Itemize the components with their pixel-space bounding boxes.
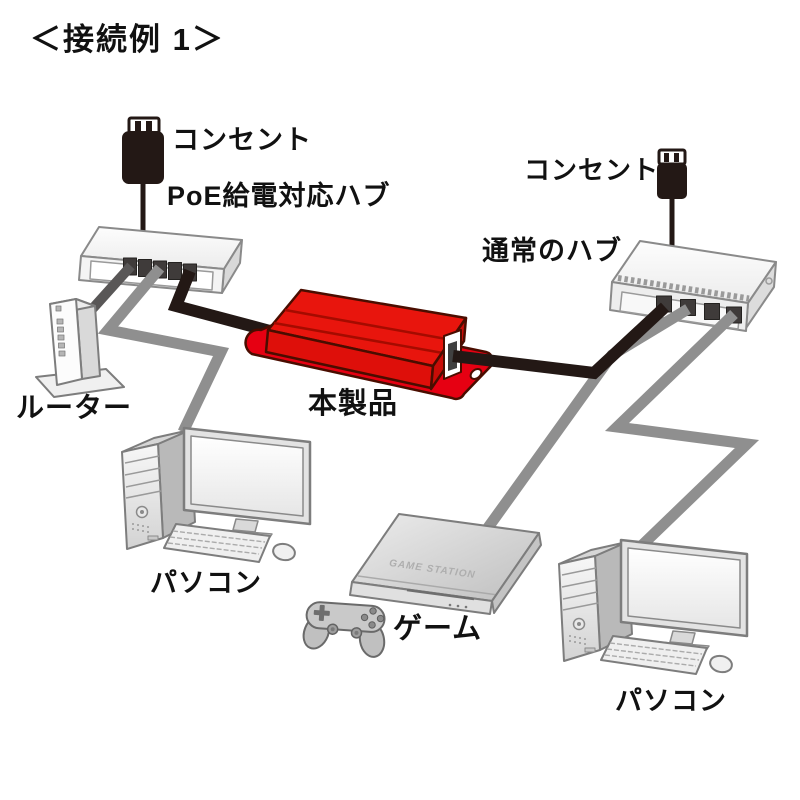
plug-prong-plate [127,116,161,135]
game-console-device: GAME STATION [349,513,542,615]
tower-power-dot [140,510,144,514]
cable-product-to-hub [452,302,670,380]
cable-hub-to-game [482,304,691,533]
cable-hub-to-pc-left [97,264,230,435]
monitor-screen [190,435,304,517]
label-outlet-left: コンセント [172,125,312,155]
game-controller-icon [302,601,386,658]
product-mount-hole [469,368,483,380]
console-side [491,532,542,614]
monitor-stand-neck [232,518,259,533]
label-pc-right: パソコン [615,686,727,716]
tower-slot [147,535,159,541]
hub-vents [617,275,750,302]
product-device [244,288,494,401]
label-router: ルーター [16,392,133,423]
plug-prong [674,153,679,162]
console-bevel [357,575,499,596]
product-rj45-inner [448,341,457,371]
plug-body [657,163,687,199]
power-plug-icon-right [657,148,687,250]
normal-hub-device [609,240,777,332]
page-title: ＜接続例 1＞ [30,22,225,57]
label-game: ゲーム [393,613,483,645]
plug-prong-plate [657,148,687,166]
controller-body [305,601,386,633]
cable-poe-hub-to-product [167,268,272,337]
tower-drive-bays [124,455,162,499]
controller-sticks [326,623,363,639]
plug-prong [664,153,669,162]
power-plug-icon-left [122,116,164,238]
mouse [272,542,296,562]
console-disc-slot [406,588,475,601]
hub-screw [765,277,773,285]
plug-prong [135,121,141,131]
pc-right-device [557,538,749,676]
cable-hub-to-pc-right [604,310,760,555]
controller-dpad [318,604,325,622]
poe-hub-device [78,226,243,294]
plug-body [122,131,164,184]
controller-buttons [360,607,385,629]
label-outlet-right: コンセント [524,155,660,185]
router-front [49,298,83,386]
router-leds [55,305,66,357]
tower-vent-dots [132,523,149,533]
label-product: 本製品 [308,388,399,420]
label-poe-hub: PoE給電対応ハブ [167,181,391,211]
pc-left-device [121,426,312,563]
label-normal-hub: 通常のハブ [482,236,622,266]
console-buttons [448,603,468,609]
product-ridge [273,321,444,355]
router-device [35,298,125,398]
keyboard-keys [167,530,266,555]
plug-prong [146,121,152,131]
label-pc-left: パソコン [150,568,262,598]
tower-front [121,443,164,550]
product-ridge [284,308,453,342]
